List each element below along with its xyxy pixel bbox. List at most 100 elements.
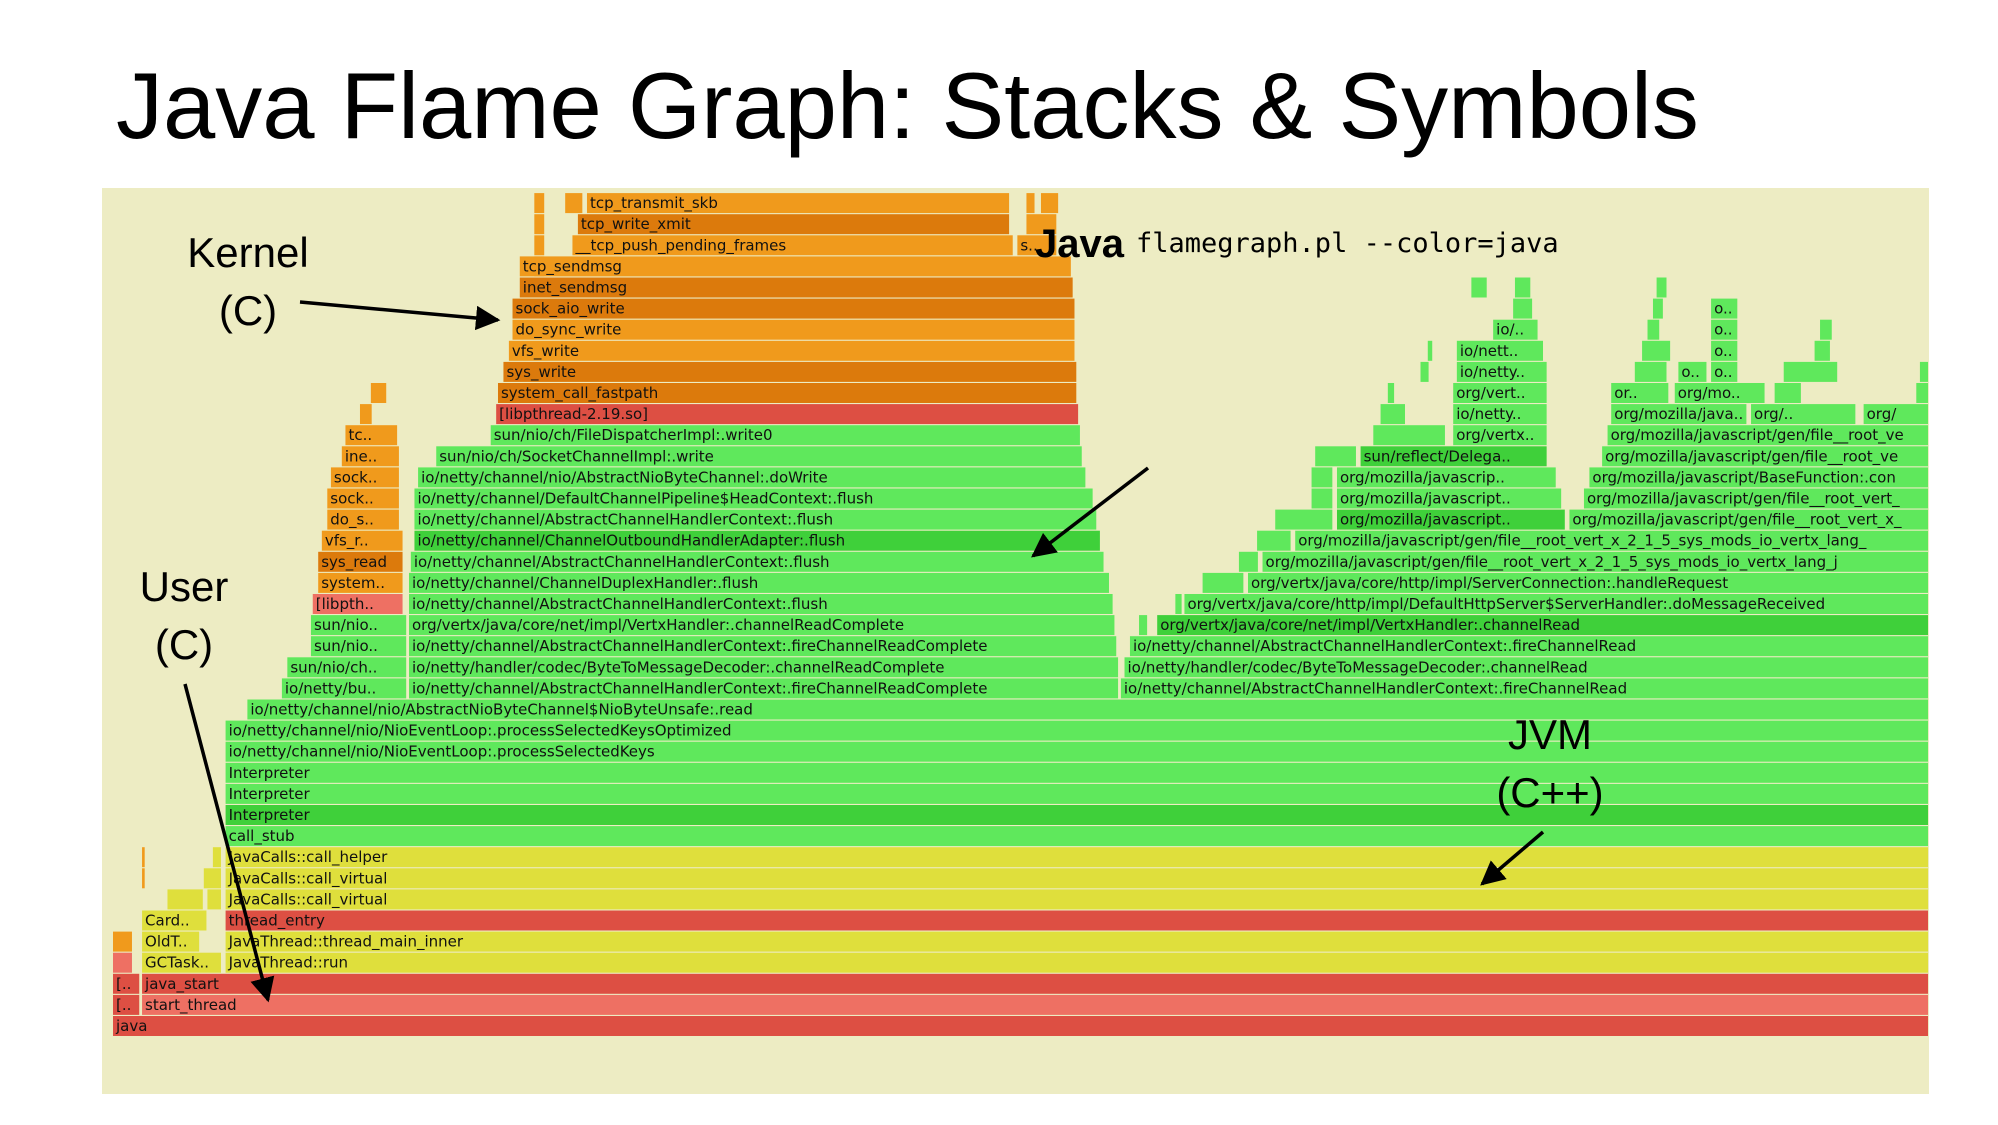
stack-frame[interactable]: tcp_sendmsg bbox=[519, 256, 1071, 277]
stack-frame[interactable]: org/.. bbox=[1751, 404, 1856, 425]
stack-frame-sliver[interactable] bbox=[1238, 551, 1258, 572]
stack-frame[interactable]: ine.. bbox=[341, 446, 399, 467]
stack-frame[interactable]: o.. bbox=[1711, 340, 1738, 361]
stack-frame[interactable]: JavaThread::run bbox=[225, 952, 1928, 973]
stack-frame[interactable]: call_stub bbox=[225, 826, 1928, 847]
stack-frame[interactable]: [libpthread-2.19.so] bbox=[496, 404, 1079, 425]
stack-frame[interactable]: sun/nio/ch/FileDispatcherImpl:.write0 bbox=[490, 425, 1080, 446]
stack-frame[interactable]: JavaCalls::call_helper bbox=[225, 847, 1928, 868]
stack-frame[interactable]: org/vertx.. bbox=[1453, 425, 1547, 446]
stack-frame[interactable]: io/netty.. bbox=[1456, 361, 1547, 382]
stack-frame[interactable]: org/mozilla/javascript/gen/file__root_ve bbox=[1607, 425, 1928, 446]
stack-frame[interactable]: org/mozilla/javascript/BaseFunction:.con bbox=[1589, 467, 1928, 488]
stack-frame[interactable]: JavaCalls::call_virtual bbox=[225, 868, 1928, 889]
stack-frame[interactable]: io/netty/channel/ChannelOutboundHandlerA… bbox=[414, 530, 1100, 551]
stack-frame[interactable] bbox=[113, 952, 132, 973]
stack-frame[interactable]: org/vert.. bbox=[1453, 383, 1547, 403]
stack-frame[interactable]: org/vertx/java/core/http/impl/DefaultHtt… bbox=[1184, 594, 1928, 614]
stack-frame-sliver[interactable] bbox=[1814, 340, 1830, 361]
stack-frame-sliver[interactable] bbox=[1634, 361, 1667, 382]
stack-frame[interactable]: org/ bbox=[1863, 404, 1928, 425]
stack-frame-sliver[interactable] bbox=[1513, 298, 1533, 319]
stack-frame-sliver[interactable] bbox=[1427, 340, 1433, 361]
stack-frame[interactable]: org/mo.. bbox=[1674, 383, 1765, 403]
stack-frame[interactable]: sock.. bbox=[327, 488, 399, 509]
stack-frame-sliver[interactable] bbox=[1652, 298, 1663, 319]
stack-frame[interactable]: io/nett.. bbox=[1456, 340, 1544, 361]
stack-frame[interactable]: org/mozilla/javascript/gen/file__root_ve… bbox=[1569, 509, 1928, 530]
stack-frame[interactable]: io/netty/channel/nio/NioEventLoop:.proce… bbox=[225, 720, 1928, 741]
stack-frame-sliver[interactable] bbox=[1257, 530, 1291, 551]
stack-frame[interactable]: tcp_write_xmit bbox=[577, 214, 1010, 235]
stack-frame[interactable]: [.. bbox=[113, 994, 140, 1015]
stack-frame-sliver[interactable] bbox=[534, 193, 545, 214]
stack-frame[interactable]: io/netty/bu.. bbox=[281, 678, 407, 699]
stack-frame[interactable]: org/vertx/java/core/http/impl/ServerConn… bbox=[1248, 572, 1928, 593]
stack-frame[interactable]: do_s.. bbox=[327, 509, 399, 530]
stack-frame-sliver[interactable] bbox=[534, 214, 545, 235]
stack-frame[interactable]: system_call_fastpath bbox=[497, 383, 1077, 403]
stack-frame[interactable]: JavaCalls::call_virtual bbox=[225, 889, 1928, 910]
stack-frame[interactable]: io/netty/channel/nio/AbstractNioByteChan… bbox=[247, 699, 1928, 720]
stack-frame[interactable]: __tcp_push_pending_frames bbox=[572, 235, 1013, 256]
stack-frame[interactable]: io/.. bbox=[1493, 319, 1538, 340]
stack-frame[interactable]: Interpreter bbox=[225, 762, 1928, 783]
stack-frame[interactable]: io/netty/channel/nio/NioEventLoop:.proce… bbox=[225, 741, 1928, 762]
stack-frame-sliver[interactable] bbox=[1202, 572, 1244, 593]
stack-frame-sliver[interactable] bbox=[1026, 193, 1035, 214]
stack-frame-sliver[interactable] bbox=[1139, 615, 1148, 636]
stack-frame[interactable]: o.. bbox=[1678, 361, 1707, 382]
stack-frame[interactable]: io/netty/channel/AbstractChannelHandlerC… bbox=[414, 509, 1097, 530]
stack-frame[interactable]: sun/nio/ch/SocketChannelImpl:.write bbox=[436, 446, 1082, 467]
stack-frame[interactable]: sun/nio.. bbox=[310, 636, 407, 657]
stack-frame-sliver[interactable] bbox=[1387, 383, 1395, 403]
stack-frame-sliver[interactable] bbox=[1311, 467, 1333, 488]
stack-frame[interactable]: io/netty.. bbox=[1453, 404, 1547, 425]
stack-frame[interactable]: thread_entry bbox=[225, 910, 1928, 931]
stack-frame-sliver[interactable] bbox=[565, 193, 583, 214]
stack-frame-sliver[interactable] bbox=[1820, 319, 1832, 340]
stack-frame-sliver[interactable] bbox=[359, 404, 372, 425]
stack-frame[interactable]: sock_aio_write bbox=[512, 298, 1075, 319]
stack-frame-sliver[interactable] bbox=[1026, 214, 1057, 235]
stack-frame[interactable]: org/mozilla/javascript/gen/file__root_ve bbox=[1602, 446, 1928, 467]
stack-frame[interactable]: Interpreter bbox=[225, 783, 1928, 804]
stack-frame-sliver[interactable] bbox=[1916, 383, 1928, 403]
stack-frame[interactable]: io/netty/channel/ChannelDuplexHandler:.f… bbox=[409, 572, 1109, 593]
stack-frame-sliver[interactable] bbox=[1783, 361, 1838, 382]
stack-frame[interactable]: system.. bbox=[318, 572, 403, 593]
stack-frame-sliver[interactable] bbox=[1380, 404, 1405, 425]
stack-frame[interactable]: org/vertx/java/core/net/impl/VertxHandle… bbox=[409, 615, 1115, 636]
stack-frame[interactable]: io/netty/channel/DefaultChannelPipeline$… bbox=[414, 488, 1093, 509]
stack-frame[interactable]: vfs_r.. bbox=[321, 530, 403, 551]
stack-frame[interactable]: tcp_transmit_skb bbox=[586, 193, 1010, 214]
stack-frame[interactable]: java_start bbox=[142, 973, 1928, 994]
stack-frame[interactable]: s.. bbox=[1017, 235, 1057, 256]
stack-frame-sliver[interactable] bbox=[1642, 340, 1671, 361]
stack-frame[interactable]: tc.. bbox=[345, 425, 398, 446]
stack-frame[interactable]: [libpth.. bbox=[312, 594, 403, 614]
stack-frame-sliver[interactable] bbox=[1275, 509, 1333, 530]
stack-frame[interactable]: JavaThread::thread_main_inner bbox=[225, 931, 1928, 952]
stack-frame[interactable]: sys_read bbox=[318, 551, 403, 572]
stack-frame-sliver[interactable] bbox=[203, 868, 221, 889]
stack-frame[interactable]: inet_sendmsg bbox=[519, 277, 1073, 298]
stack-frame-sliver[interactable] bbox=[1656, 277, 1667, 298]
stack-frame[interactable]: io/netty/handler/codec/ByteToMessageDeco… bbox=[409, 657, 1119, 678]
stack-frame[interactable]: org/mozilla/javascript/gen/file__root_ve… bbox=[1295, 530, 1928, 551]
stack-frame[interactable]: org/mozilla/javascript.. bbox=[1336, 509, 1565, 530]
stack-frame[interactable]: o.. bbox=[1711, 361, 1738, 382]
stack-frame[interactable]: do_sync_write bbox=[512, 319, 1075, 340]
stack-frame[interactable]: sun/nio.. bbox=[310, 615, 407, 636]
stack-frame[interactable]: GCTask.. bbox=[142, 952, 221, 973]
stack-frame-sliver[interactable] bbox=[207, 889, 221, 910]
stack-frame[interactable]: io/netty/channel/AbstractChannelHandlerC… bbox=[409, 594, 1113, 614]
stack-frame-sliver[interactable] bbox=[142, 847, 145, 868]
stack-frame[interactable]: vfs_write bbox=[508, 340, 1075, 361]
stack-frame-sliver[interactable] bbox=[534, 235, 545, 256]
stack-frame[interactable]: org/mozilla/javascript.. bbox=[1336, 488, 1562, 509]
stack-frame[interactable]: OldT.. bbox=[142, 931, 200, 952]
stack-frame[interactable]: Interpreter bbox=[225, 805, 1928, 825]
stack-frame-sliver[interactable] bbox=[1175, 594, 1182, 614]
stack-frame[interactable]: org/mozilla/javascript/gen/file__root_ve… bbox=[1583, 488, 1928, 509]
